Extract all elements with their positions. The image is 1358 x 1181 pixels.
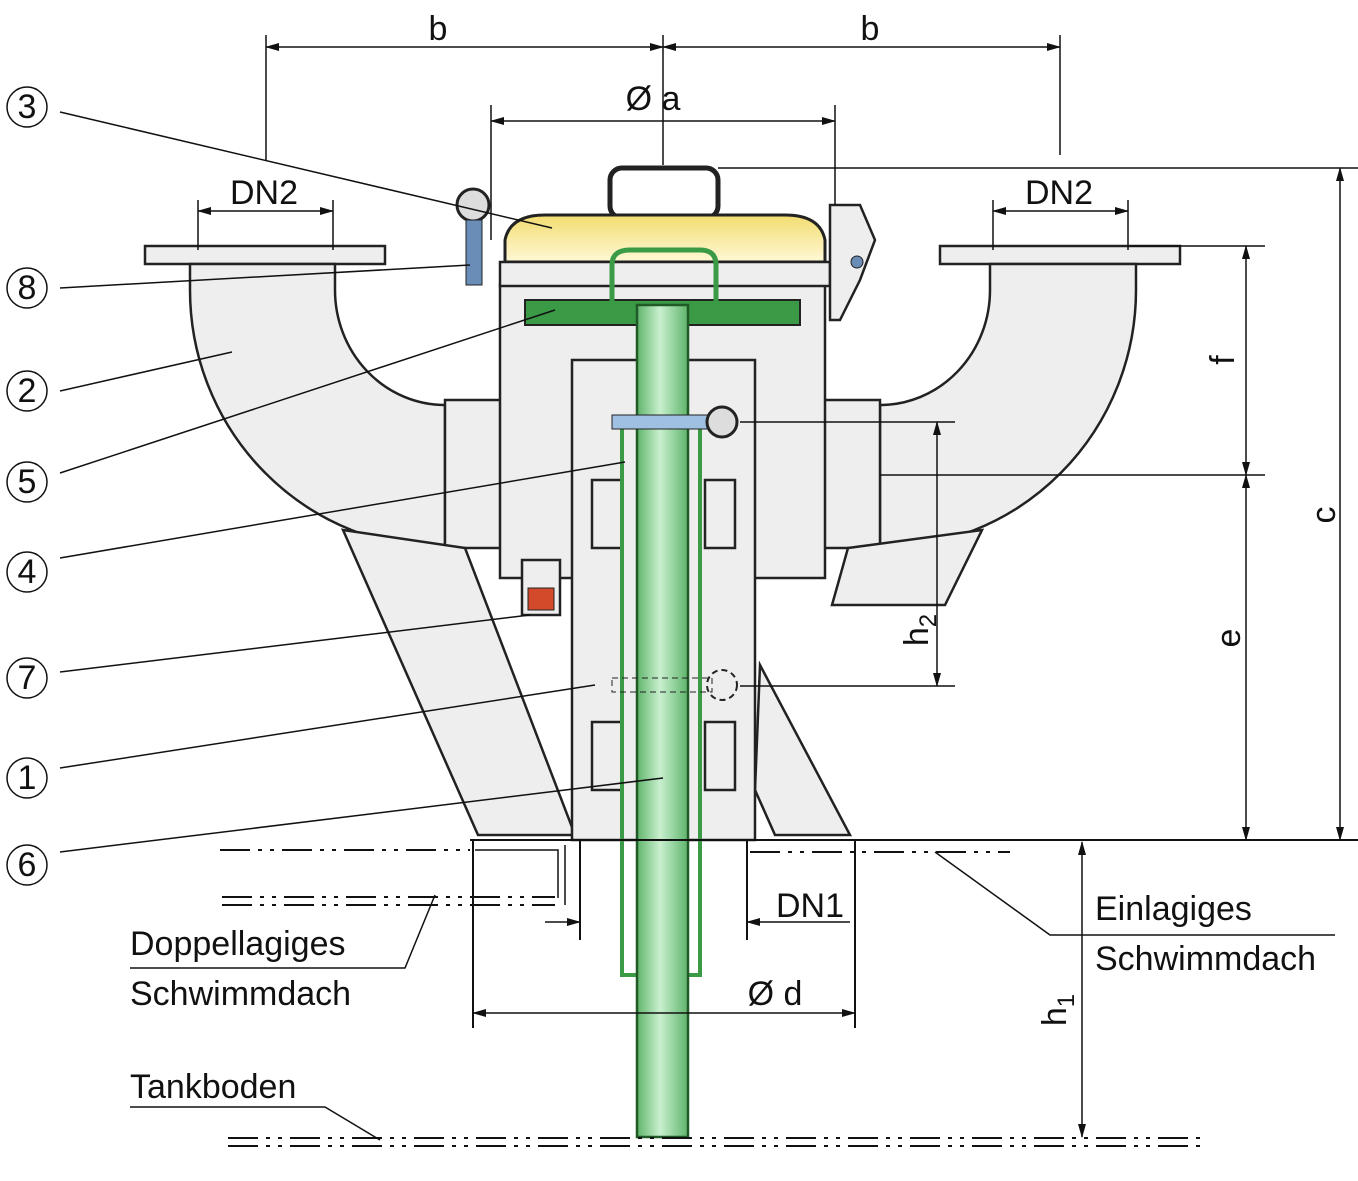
label-tank-bottom: Tankboden: [130, 1068, 296, 1106]
dim-dn2-right: DN2: [1025, 174, 1093, 212]
callout-6: 6: [6, 844, 48, 886]
svg-text:1: 1: [18, 759, 37, 797]
dim-e: e: [1210, 629, 1248, 648]
dim-b-right: b: [861, 10, 880, 48]
pin: [611, 414, 713, 430]
left-elbow: [143, 244, 512, 550]
cover-handle: [607, 165, 721, 221]
callout-1: 1: [6, 757, 48, 799]
callout-leaders: [59, 111, 664, 853]
guide-pipe: [635, 303, 690, 1139]
label-double-roof: Doppellagiges: [130, 925, 346, 963]
dim-f: f: [1204, 355, 1242, 365]
svg-text:3: 3: [18, 88, 37, 126]
callout-8: 8: [6, 267, 48, 309]
cover: [503, 213, 827, 264]
svg-text:6: 6: [18, 846, 37, 884]
dim-a: Ø a: [626, 80, 681, 118]
dim-h1: h1: [1036, 994, 1080, 1026]
dim-b-left: b: [429, 10, 448, 48]
callout-2: 2: [6, 370, 48, 412]
label-single-roof: Einlagiges: [1095, 890, 1252, 928]
dim-h2: h2: [898, 614, 942, 646]
dim-dn1: DN1: [776, 887, 844, 925]
right-elbow: [813, 244, 1182, 550]
dim-dn2-left: DN2: [230, 174, 298, 212]
dim-d: Ø d: [748, 975, 803, 1013]
svg-text:7: 7: [18, 659, 37, 697]
label-double-roof-2: Schwimmdach: [130, 975, 351, 1013]
eye-bolt-icon: [455, 187, 491, 223]
callout-4: 4: [6, 551, 48, 593]
dimension-lines: [197, 35, 1358, 1138]
right-support-leg: [753, 660, 853, 837]
svg-text:2: 2: [18, 372, 37, 410]
svg-text:8: 8: [18, 269, 37, 307]
svg-text:4: 4: [18, 553, 37, 591]
svg-text:5: 5: [18, 463, 37, 501]
dim-c: c: [1305, 507, 1343, 524]
label-single-roof-2: Schwimmdach: [1095, 940, 1316, 978]
callout-5: 5: [6, 461, 48, 503]
callout-3: 3: [6, 86, 48, 128]
bolt: [465, 219, 483, 286]
callout-7: 7: [6, 657, 48, 699]
